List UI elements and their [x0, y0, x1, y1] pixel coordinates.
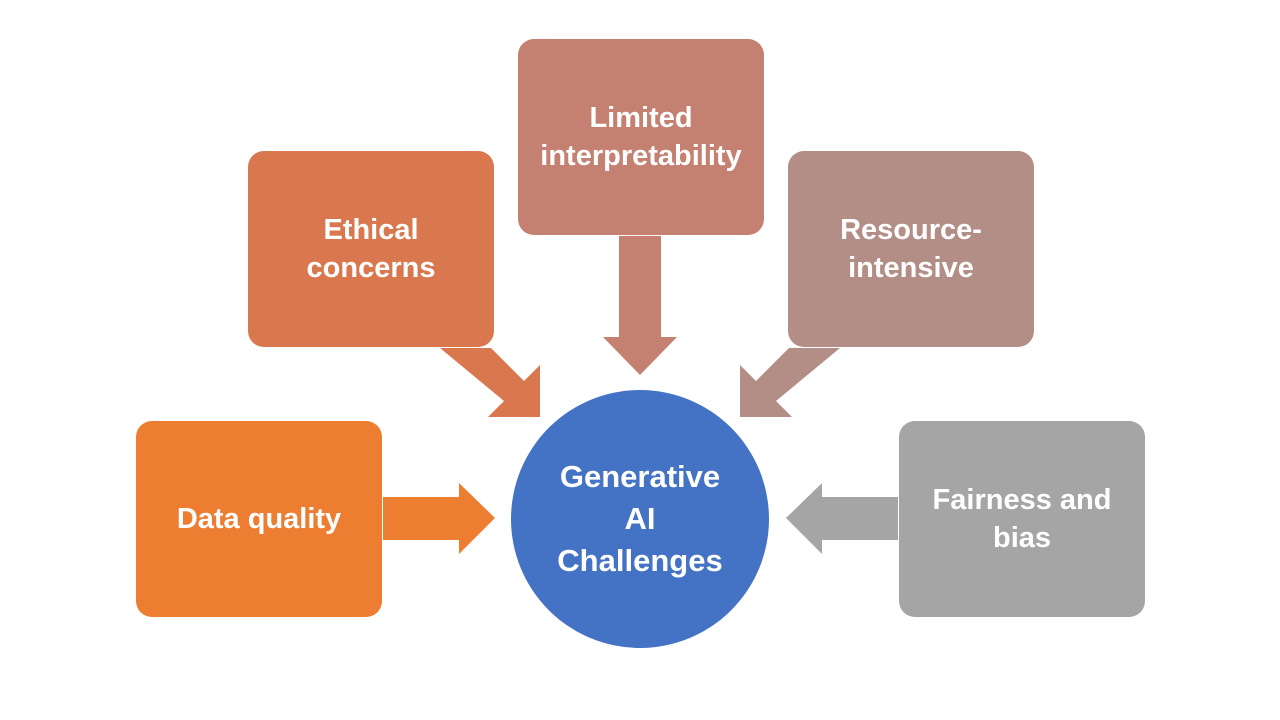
node-label: Resource- intensive [840, 214, 982, 284]
center-label: Generative AI Challenges [557, 459, 723, 578]
arrow-fairness-and-bias [786, 483, 898, 554]
node-data-quality: Data quality [136, 421, 382, 617]
arrow-resource-intensive [740, 348, 840, 417]
node-resource-intensive: Resource- intensive [788, 151, 1034, 347]
node-label: Data quality [176, 503, 342, 535]
node-label: Ethical concerns [306, 214, 436, 284]
arrow-ethical-concerns [440, 348, 540, 417]
node-label: Fairness and bias [932, 484, 1112, 554]
arrow-limited-interpretability [603, 236, 677, 375]
center-circle: Generative AI Challenges [511, 390, 769, 648]
node-label: Limited interpretability [540, 102, 742, 172]
node-limited-interpretability: Limited interpretability [518, 39, 764, 235]
node-fairness-and-bias: Fairness and bias [899, 421, 1145, 617]
arrow-data-quality [383, 483, 495, 554]
node-ethical-concerns: Ethical concerns [248, 151, 494, 347]
